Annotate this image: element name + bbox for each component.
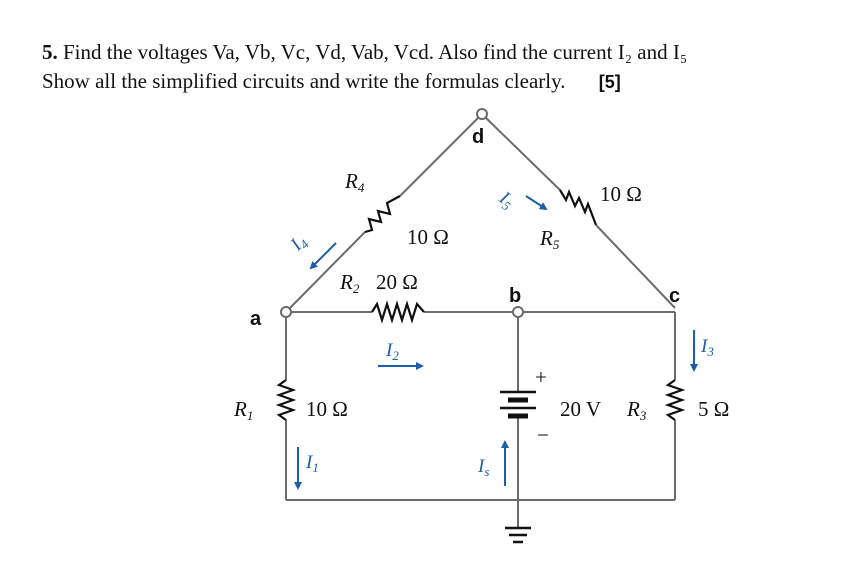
question-line-2: Show all the simplified circuits and wri… bbox=[42, 67, 822, 97]
resistor-r4-symbol bbox=[364, 195, 401, 234]
i4-label: I4 bbox=[286, 231, 312, 257]
wires bbox=[285, 117, 676, 528]
r3-sub: 3 bbox=[639, 408, 647, 423]
r1-name: R bbox=[233, 397, 247, 421]
resistor-r3-symbol bbox=[664, 379, 686, 421]
i2-label: I2 bbox=[385, 340, 399, 363]
r4-label: R4 bbox=[344, 169, 365, 195]
wire-r4-d bbox=[399, 117, 479, 197]
question-line-1: 5. Find the voltages Va, Vb, Vc, Vd, Vab… bbox=[42, 38, 822, 67]
r4-name: R bbox=[344, 169, 358, 193]
i2-name: I bbox=[385, 340, 394, 361]
i1-sub: 1 bbox=[312, 460, 319, 475]
arrow-i4 bbox=[309, 242, 337, 270]
node-d-ring bbox=[476, 108, 488, 120]
i2-sub: 2 bbox=[392, 348, 399, 363]
wire-r5-c bbox=[595, 224, 676, 309]
battery-symbol bbox=[500, 390, 536, 419]
node-d-label: d bbox=[472, 126, 484, 148]
resistors bbox=[275, 189, 686, 421]
r4-value: 10 Ω bbox=[407, 225, 449, 249]
resistor-r2-symbol bbox=[371, 300, 425, 324]
ground-icon bbox=[505, 526, 531, 544]
node-c-label: c bbox=[669, 285, 680, 307]
source-minus: − bbox=[537, 423, 549, 447]
r3-label: R3 bbox=[626, 397, 647, 423]
is-label: Is bbox=[477, 456, 489, 479]
r1-label: R1 bbox=[233, 397, 253, 423]
r1-sub: 1 bbox=[247, 408, 254, 423]
r3-name: R bbox=[626, 397, 640, 421]
arrow-i5 bbox=[525, 195, 548, 211]
question-line-1-text: Find the voltages Va, Vb, Vc, Vd, Vab, V… bbox=[63, 40, 688, 64]
is-name: I bbox=[477, 456, 486, 477]
wire-d-r5 bbox=[485, 117, 561, 191]
wire-a-r4 bbox=[285, 231, 366, 313]
resistor-r5-symbol bbox=[559, 189, 598, 226]
source-value: 20 V bbox=[560, 397, 601, 421]
node-a-label: a bbox=[250, 308, 262, 330]
node-rings bbox=[280, 108, 524, 318]
r5-sub: 5 bbox=[553, 237, 560, 252]
node-a-ring bbox=[280, 306, 292, 318]
i3-label: I3 bbox=[700, 336, 714, 359]
source-plus: + bbox=[535, 365, 547, 389]
r2-value: 20 Ω bbox=[376, 270, 418, 294]
question-number: 5. bbox=[42, 40, 58, 64]
i3-sub: 3 bbox=[706, 344, 714, 359]
node-b-ring bbox=[512, 306, 524, 318]
question-text: 5. Find the voltages Va, Vb, Vc, Vd, Vab… bbox=[42, 38, 822, 97]
r1-value: 10 Ω bbox=[306, 397, 348, 421]
r2-name: R bbox=[339, 270, 353, 294]
r3-value: 5 Ω bbox=[698, 397, 729, 421]
i1-name: I bbox=[305, 452, 314, 473]
r4-sub: 4 bbox=[358, 180, 365, 195]
node-b-label: b bbox=[509, 285, 521, 307]
question-line-2-text: Show all the simplified circuits and wri… bbox=[42, 69, 566, 93]
is-sub: s bbox=[484, 464, 489, 479]
r5-value: 10 Ω bbox=[600, 182, 642, 206]
i3-name: I bbox=[700, 336, 709, 357]
resistor-r1-symbol bbox=[275, 379, 297, 421]
r2-sub: 2 bbox=[353, 281, 360, 296]
current-arrows bbox=[294, 195, 698, 490]
marks-badge: [5] bbox=[598, 72, 621, 92]
i1-label: I1 bbox=[305, 452, 319, 475]
r5-name: R bbox=[539, 226, 553, 250]
i5-label: I5 bbox=[493, 187, 518, 214]
r2-label: R2 bbox=[339, 270, 360, 296]
r5-label: R5 bbox=[539, 226, 560, 252]
